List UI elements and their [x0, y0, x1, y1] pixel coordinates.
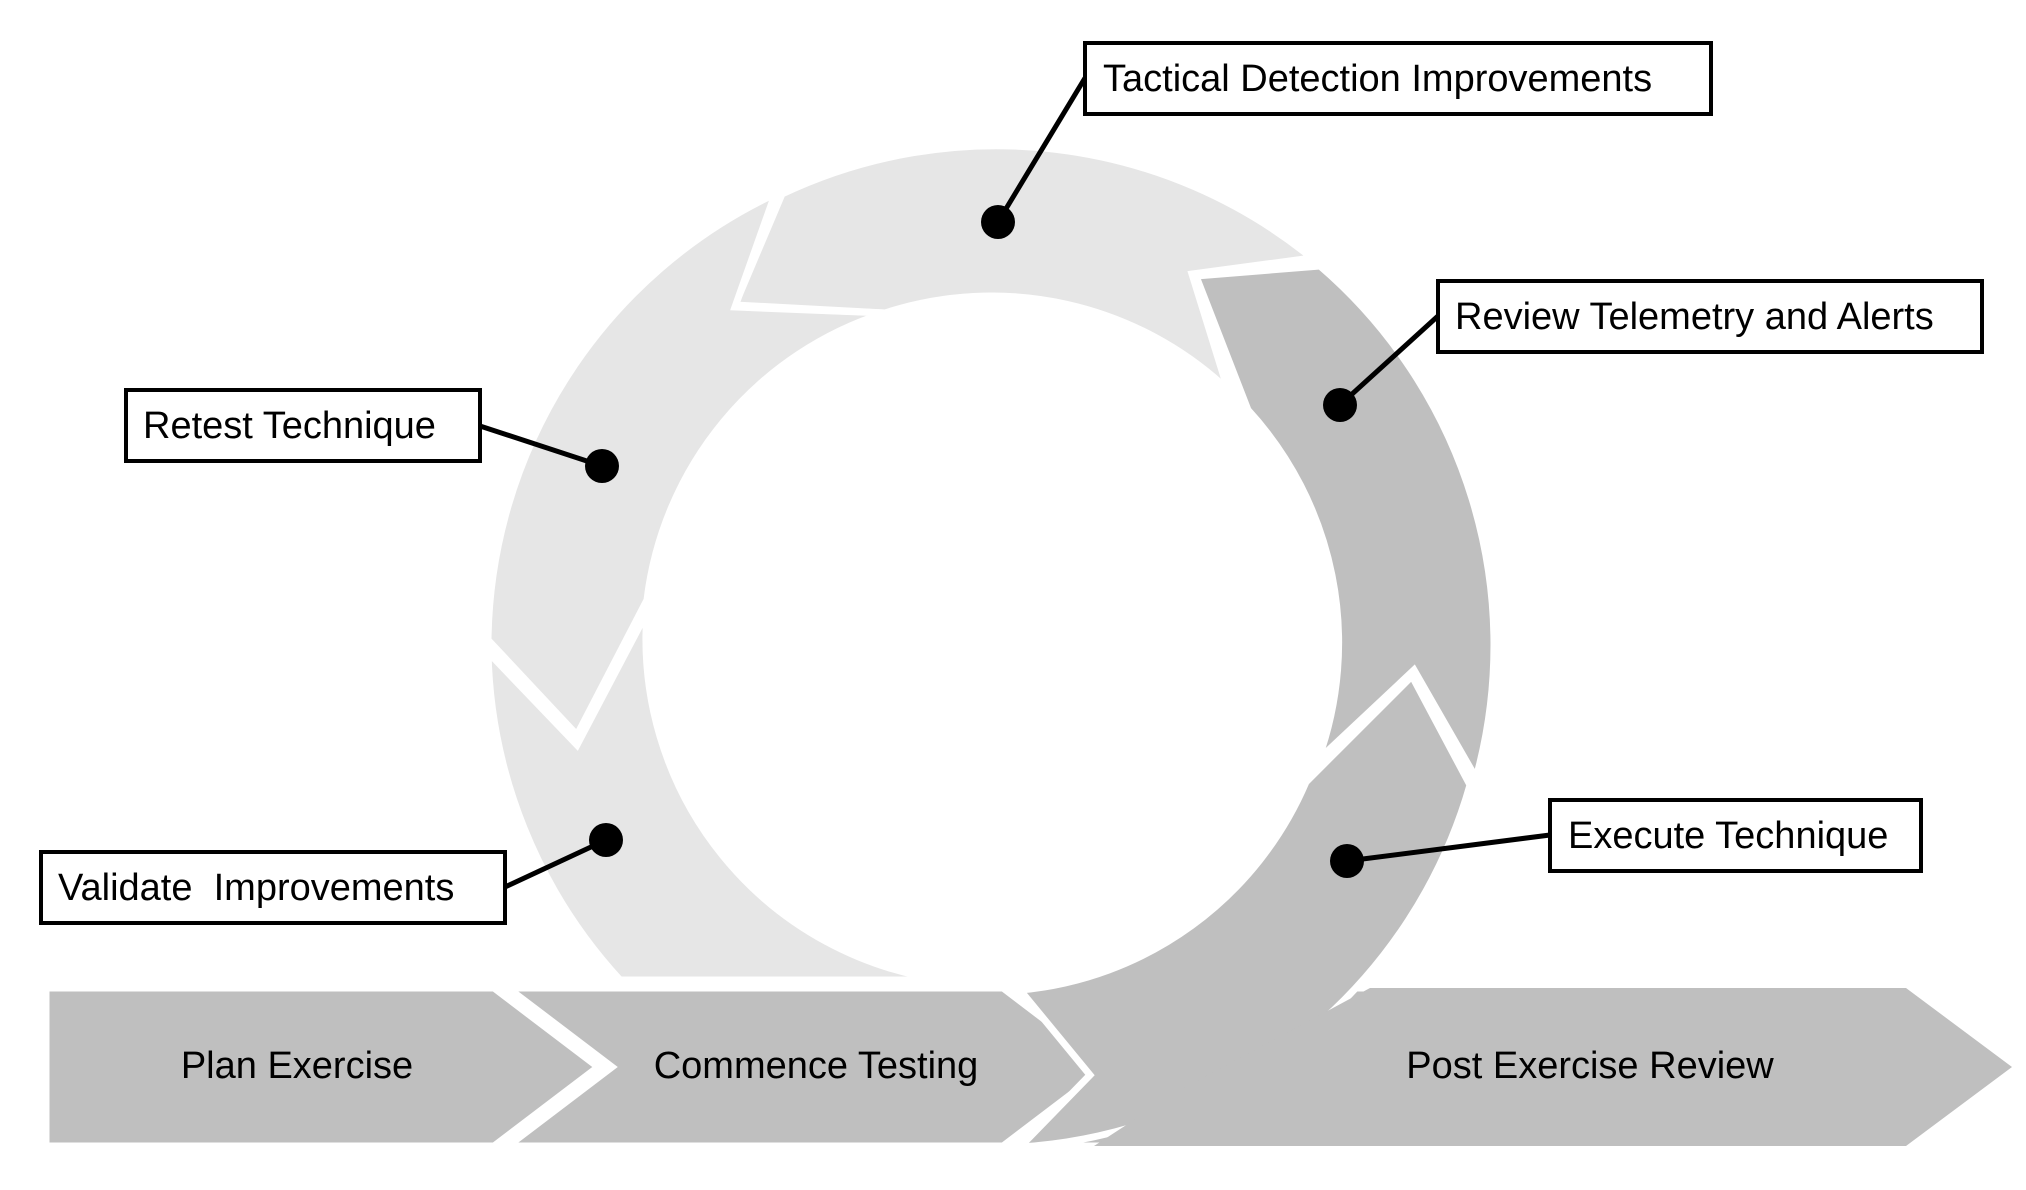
callout-box-execute: [1548, 798, 1923, 873]
cycle-segment-validate: [484, 610, 946, 984]
phase-label-commence: Commence Testing: [654, 1045, 979, 1087]
phase-chevron-post-front: [1094, 988, 2012, 1146]
leader-dot-tactical: [981, 205, 1015, 239]
callout-label-execute: Execute Technique: [1568, 815, 1888, 857]
leader-dot-execute: [1330, 844, 1364, 878]
leader-line-tactical: [995, 76, 1088, 224]
callout-box-retest: [124, 388, 482, 463]
leader-dot-review: [1323, 388, 1357, 422]
callout-label-tactical: Tactical Detection Improvements: [1103, 58, 1652, 100]
callout-box-validate: [39, 850, 507, 925]
phase-label-post: Post Exercise Review: [1406, 1045, 1774, 1087]
callout-box-tactical: [1083, 41, 1713, 116]
leader-line-review: [1338, 314, 1440, 407]
callout-label-review: Review Telemetry and Alerts: [1455, 296, 1934, 338]
callout-box-review: [1436, 279, 1984, 354]
callout-label-retest: Retest Technique: [143, 405, 436, 447]
callout-label-validate: Validate Improvements: [58, 867, 454, 909]
phase-label-plan: Plan Exercise: [181, 1045, 413, 1087]
cycle-segment-retest: [484, 187, 887, 742]
cycle-segment-review: [1191, 262, 1498, 788]
cycle-segment-tactical: [729, 142, 1321, 402]
leader-line-validate: [503, 837, 608, 890]
leader-line-execute: [1346, 832, 1551, 864]
leader-dot-retest: [585, 449, 619, 483]
leader-dot-validate: [589, 823, 623, 857]
phase-chevron-plan: [42, 984, 604, 1150]
leader-line-retest: [479, 423, 603, 469]
phase-chevron-commence: [497, 984, 1113, 1150]
